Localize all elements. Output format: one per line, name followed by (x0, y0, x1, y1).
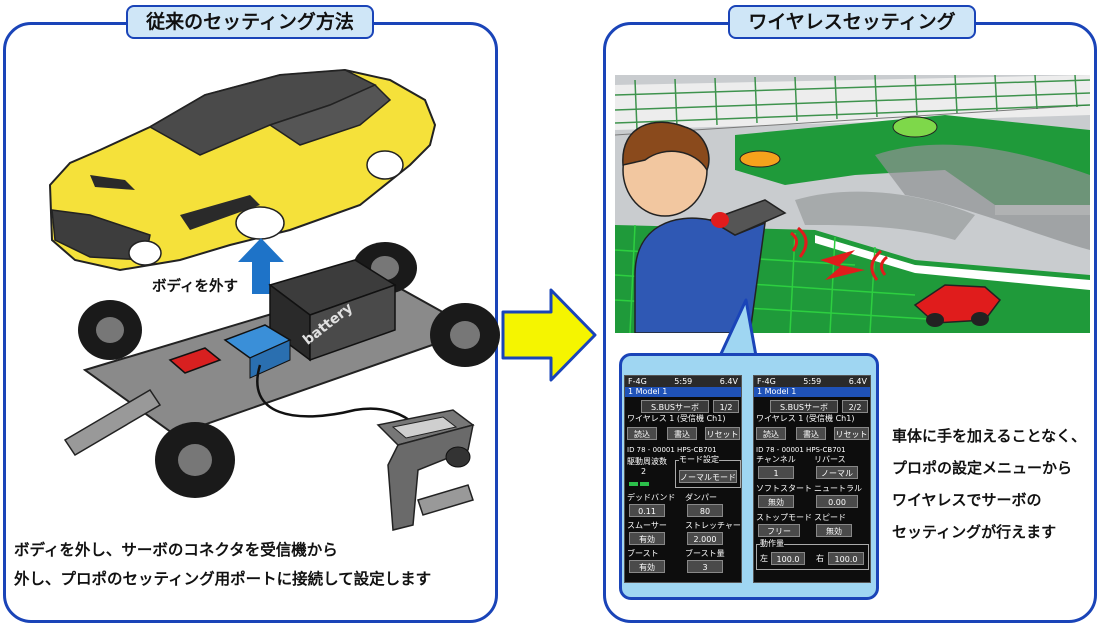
right-panel-title: ワイヤレスセッティング (728, 5, 976, 39)
reverse-button[interactable]: ノーマル (816, 466, 858, 479)
softstart-button[interactable]: 無効 (758, 495, 794, 508)
right-travel-label: 右 (816, 554, 824, 563)
reverse-label: リバース (814, 455, 846, 464)
servo-id: ID 78 - 00001 HPS-CB701 (627, 446, 717, 454)
freq-label: 駆動周波数 (627, 457, 667, 466)
deadband-button[interactable]: 0.11 (629, 504, 665, 517)
stretcher-button[interactable]: 2.000 (687, 532, 723, 545)
speed-button[interactable]: 無効 (816, 524, 852, 537)
boost-label: ブースト (627, 549, 659, 558)
model-name: 1 Model 1 (625, 387, 741, 397)
sbus-servo-header: S.BUSサーボ (770, 400, 838, 413)
boost-amount-button[interactable]: 3 (687, 560, 723, 573)
status-model-type: F-4G (628, 377, 647, 386)
wireless-label: ワイヤレス 1 (受信機 Ch1) (756, 414, 855, 423)
remove-body-label: ボディを外す (152, 279, 238, 295)
write-button[interactable]: 書込 (667, 427, 697, 440)
status-time: 5:59 (674, 377, 693, 386)
left-caption-line1: ボディを外し、サーボのコネクタを受信機から (14, 541, 338, 559)
read-button[interactable]: 読込 (756, 427, 786, 440)
status-battery: 6.4V (848, 377, 867, 386)
callout-pointer (718, 298, 758, 358)
status-battery: 6.4V (719, 377, 738, 386)
travel-label: 動作量 (760, 539, 784, 549)
right-caption-line1: 車体に手を加えることなく、 (892, 427, 1087, 445)
status-model-type: F-4G (757, 377, 776, 386)
right-caption-line3: ワイヤレスでサーボの (892, 491, 1042, 509)
smoother-label: スムーサー (627, 521, 667, 530)
mode-button[interactable]: ノーマルモード (679, 470, 737, 483)
channel-button[interactable]: 1 (758, 466, 794, 479)
left-caption: ボディを外し、サーボのコネクタを受信機から 外し、プロポのセッティング用ポートに… (14, 536, 484, 594)
read-button[interactable]: 読込 (627, 427, 657, 440)
transmitter-screen-page2: F-4G 5:59 6.4V 1 Model 1 S.BUSサーボ 2/2 ワイ… (753, 375, 871, 583)
speed-label: スピード (814, 513, 846, 522)
page-indicator[interactable]: 1/2 (713, 400, 739, 413)
sbus-servo-header: S.BUSサーボ (641, 400, 709, 413)
right-arrow-icon (501, 288, 597, 382)
neutral-label: ニュートラル (814, 484, 862, 493)
damper-label: ダンパー (685, 493, 717, 502)
left-travel-label: 左 (760, 554, 768, 563)
indicator-green-2 (640, 482, 649, 486)
left-panel-title: 従来のセッティング方法 (126, 5, 374, 39)
stopmode-button[interactable]: フリー (758, 524, 800, 537)
channel-label: チャンネル (756, 455, 796, 464)
left-caption-line2: 外し、プロポのセッティング用ポートに接続して設定します (14, 570, 432, 588)
travel-frame (756, 544, 869, 570)
boost-amount-label: ブースト量 (685, 549, 725, 558)
softstart-label: ソフトスタート (756, 484, 812, 493)
car-body-illustration (48, 68, 437, 272)
status-bar: F-4G 5:59 6.4V (754, 376, 870, 387)
damper-button[interactable]: 80 (687, 504, 723, 517)
page-indicator[interactable]: 2/2 (842, 400, 868, 413)
deadband-label: デッドバンド (627, 493, 676, 502)
race-track-scene (615, 75, 1090, 333)
stretcher-label: ストレッチャー (685, 521, 741, 530)
write-button[interactable]: 書込 (796, 427, 826, 440)
transmitter-screen-page1: F-4G 5:59 6.4V 1 Model 1 S.BUSサーボ 1/2 ワイ… (624, 375, 742, 583)
reset-button[interactable]: リセット (834, 427, 869, 440)
neutral-button[interactable]: 0.00 (816, 495, 858, 508)
servo-id: ID 78 - 00001 HPS-CB701 (756, 446, 846, 454)
indicator-green (629, 482, 638, 486)
status-time: 5:59 (803, 377, 822, 386)
stopmode-label: ストップモード (756, 513, 812, 522)
reset-button[interactable]: リセット (705, 427, 740, 440)
chassis-illustration: battery (63, 242, 500, 498)
mode-label: モード設定 (679, 455, 719, 465)
boost-button[interactable]: 有効 (629, 560, 665, 573)
right-caption-line4: セッティングが行えます (892, 523, 1057, 541)
left-travel-button[interactable]: 100.0 (771, 552, 805, 565)
wireless-label: ワイヤレス 1 (受信機 Ch1) (627, 414, 726, 423)
right-caption: 車体に手を加えることなく、 プロポの設定メニューから ワイヤレスでサーボの セッ… (892, 420, 1097, 548)
right-travel-button[interactable]: 100.0 (828, 552, 864, 565)
up-arrow-icon (238, 238, 284, 294)
transmitter-illustration (376, 409, 475, 531)
freq-value: 2 (641, 467, 647, 476)
model-name: 1 Model 1 (754, 387, 870, 397)
status-bar: F-4G 5:59 6.4V (625, 376, 741, 387)
right-caption-line2: プロポの設定メニューから (892, 459, 1073, 477)
smoother-button[interactable]: 有効 (629, 532, 665, 545)
